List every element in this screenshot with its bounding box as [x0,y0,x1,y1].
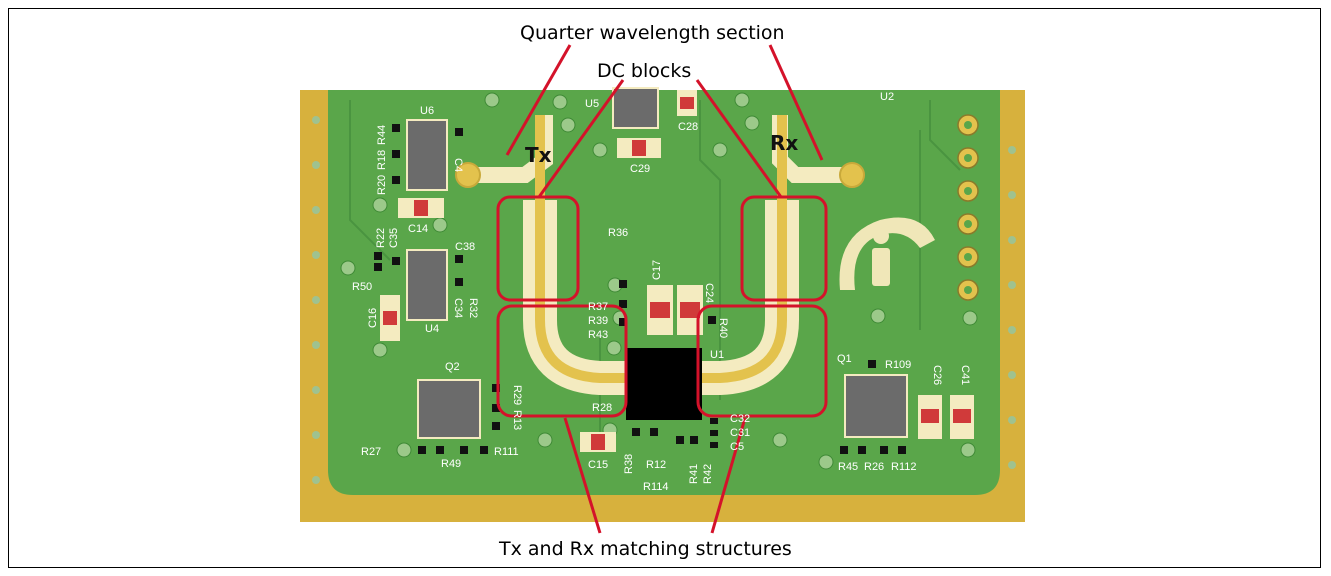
designator-r43: R43 [588,329,608,341]
designator-r12: R12 [646,459,666,471]
designator-q1: Q1 [837,353,852,365]
tx-label: Tx [525,143,552,167]
designator-r22: R22 [375,228,387,248]
silkscreen-designators: U6 U5 U2 U4 U1 Q1 Q2 C4 C14 C35 C38 C34 … [352,91,971,493]
quarter-wavelength-caption: Quarter wavelength section [520,22,785,44]
designator-r18: R18 [376,150,388,170]
designator-c15: C15 [588,459,608,471]
designator-c38: C38 [455,241,475,253]
tx-matching-box [496,304,628,418]
designator-r45: R45 [838,461,858,473]
dc-blocks-caption: DC blocks [597,60,692,82]
designator-c26: C26 [931,365,943,385]
designator-c17: C17 [651,260,663,280]
rx-label: Rx [770,131,798,155]
smd-pads [374,124,906,454]
designator-r41: R41 [688,464,700,484]
designator-r114: R114 [643,481,668,493]
designator-r40: R40 [717,318,729,338]
logo-mark [839,217,935,290]
matching-structures-caption: Tx and Rx matching structures [499,538,792,560]
designator-c34: C34 [452,298,464,318]
designator-r39: R39 [588,315,608,327]
connector-holes [964,121,972,294]
rx-dc-block-box [740,195,828,302]
edge-vias [312,116,1016,484]
ic-packages [406,87,908,439]
designator-c35: C35 [388,228,400,248]
designator-r28: R28 [592,402,612,414]
designator-r26: R26 [864,461,884,473]
designator-c4: C4 [452,158,464,172]
designator-c14: C14 [408,223,428,235]
designator-u5: U5 [585,98,599,110]
designator-c24: C24 [703,283,715,303]
designator-q2: Q2 [445,361,460,373]
designator-r44: R44 [376,125,388,145]
designator-r27: R27 [361,446,381,458]
designator-r36: R36 [608,227,628,239]
callout-lines [505,44,824,534]
designator-r112: R112 [891,461,916,473]
designator-c31: C31 [730,427,750,439]
rf-chip-u1 [626,348,702,420]
designator-r20: R20 [376,175,388,195]
designator-r109: R109 [885,359,911,371]
designator-r111: R111 [494,446,519,458]
designator-u1: U1 [710,349,724,361]
designator-c28: C28 [678,121,698,133]
designator-u6: U6 [420,105,434,117]
designator-r49: R49 [441,458,461,470]
designator-c5: C5 [730,441,744,453]
designator-u2: U2 [880,91,894,103]
designator-c41: C41 [959,365,971,385]
highlight-boxes [496,195,828,418]
designator-r37: R37 [588,301,608,313]
designator-r50: R50 [352,281,372,293]
designator-c29: C29 [630,163,650,175]
tx-rx-traces [455,115,865,395]
designator-r29: R29 [511,385,523,405]
designator-r13: R13 [511,410,523,430]
tx-dc-block-box [496,195,580,302]
designator-c32: C32 [730,413,750,425]
designator-c16: C16 [367,308,379,328]
passive-components [380,90,974,452]
designator-r38: R38 [623,454,635,474]
rx-matching-box [696,304,828,418]
designator-u4: U4 [425,323,439,335]
designator-r42: R42 [702,464,714,484]
designator-r32: R32 [467,298,479,318]
